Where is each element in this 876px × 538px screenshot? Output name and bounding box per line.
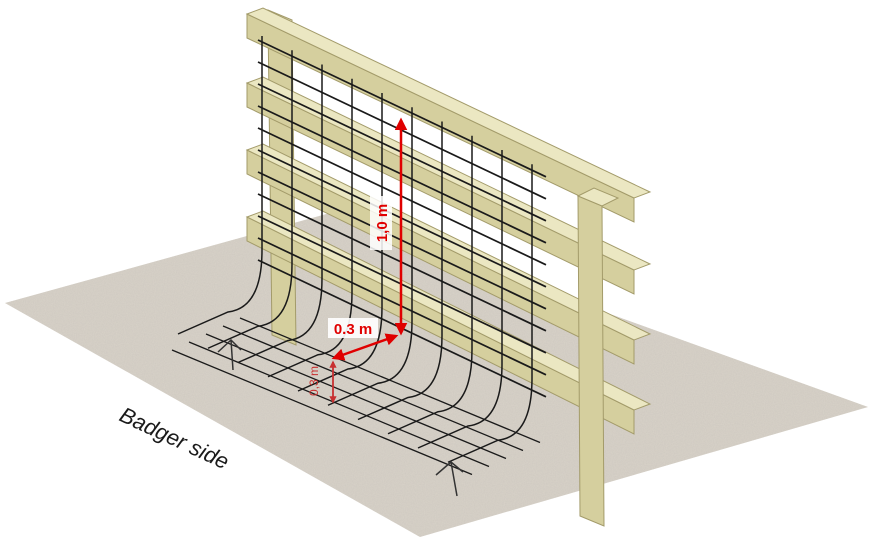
dimension-depth-horizontal: 0.3 m <box>328 318 399 361</box>
depth-vertical-label: 0,3 m <box>307 366 321 396</box>
mesh-wire <box>327 107 413 406</box>
dimension-height-main: 1,0 m <box>370 117 408 336</box>
ground-peg-right <box>435 461 464 497</box>
right-post <box>576 187 620 527</box>
height-main-label: 1,0 m <box>374 204 391 242</box>
dimension-depth-vertical: 0,3 m <box>307 360 337 404</box>
mesh-wire <box>205 333 507 460</box>
mesh-wire <box>257 39 547 178</box>
mesh-wire <box>171 349 473 476</box>
mesh-wire <box>239 317 541 444</box>
depth-horizontal-label: 0.3 m <box>334 321 372 338</box>
mesh-wire <box>188 341 490 468</box>
mesh-wire <box>417 150 503 449</box>
mesh-wire <box>177 36 263 335</box>
mesh-wire <box>357 121 443 421</box>
mesh-wire <box>447 164 533 463</box>
mesh-wire <box>222 325 524 452</box>
mesh-wire <box>237 64 323 364</box>
rail-2 <box>245 76 652 295</box>
ground-peg-left <box>217 338 242 371</box>
rail-1 <box>245 7 652 223</box>
mesh-wire <box>387 135 473 435</box>
fence-rails <box>245 7 652 435</box>
